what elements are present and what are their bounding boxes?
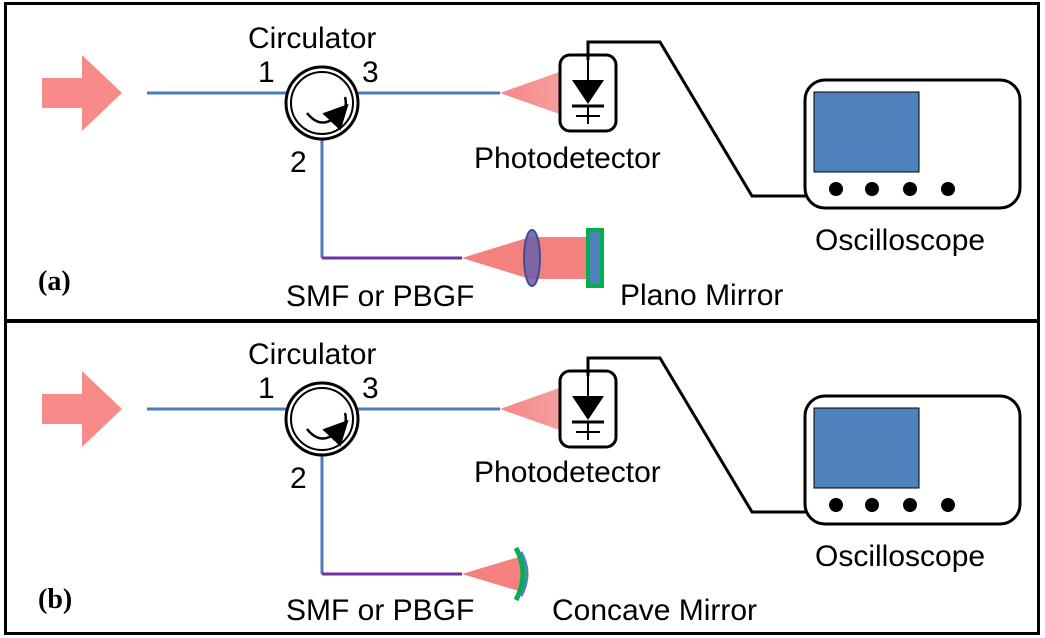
beam-to-photodetector [500,386,565,432]
circulator-inner-ring [290,71,354,135]
panel-b: Circulator 1 3 2 Photodetector [38,338,1022,627]
oscilloscope-screen [813,407,920,489]
oscilloscope-knob [903,182,917,196]
lens-icon [523,229,541,287]
beam-to-mirror [462,556,522,592]
beam-to-photodetector [500,70,565,116]
port-1-label: 1 [258,372,275,405]
fiber-label: SMF or PBGF [286,594,474,627]
oscilloscope-label: Oscilloscope [815,540,985,573]
oscilloscope-knob [903,498,917,512]
port-2-label: 2 [290,146,307,179]
oscilloscope-knob [829,498,843,512]
circulator-label: Circulator [248,22,376,55]
circulator-rotation-arrow [306,419,349,447]
photodetector [558,369,618,449]
oscilloscope [803,394,1022,526]
photodiode-symbol-icon [572,396,604,420]
panel-tag: (b) [38,584,72,615]
port-3-label: 3 [362,56,379,89]
panel-a: Circulator 1 3 2 Photodetector [38,22,1022,313]
circulator-rotation-arrow [306,103,349,131]
oscilloscope-knob [865,182,879,196]
oscilloscope-knob [941,498,955,512]
oscilloscope-knob [941,182,955,196]
circulator-label: Circulator [248,338,376,371]
oscilloscope-screen [813,91,920,173]
circulator [284,381,360,457]
photodiode-symbol-icon [572,80,604,104]
photodetector-label: Photodetector [474,142,661,175]
fiber-label: SMF or PBGF [286,280,474,313]
input-beam-arrow [42,371,122,447]
panel-tag: (a) [38,266,71,297]
plano-mirror [586,228,604,288]
oscilloscope [803,78,1022,210]
mirror-label: Concave Mirror [552,594,757,627]
port-3-label: 3 [362,372,379,405]
oscilloscope-knob [829,182,843,196]
signal-cable [586,40,836,198]
photodetector-label: Photodetector [474,456,661,489]
signal-cable [586,356,836,514]
oscilloscope-knob [865,498,879,512]
photodetector [558,53,618,133]
beam-to-lens [462,237,530,279]
port-1-label: 1 [258,56,275,89]
mirror-label: Plano Mirror [620,279,783,312]
circulator [284,65,360,141]
circulator-body [284,381,360,457]
oscilloscope-label: Oscilloscope [815,224,985,257]
circulator-inner-ring [290,387,354,451]
circulator-body [284,65,360,141]
input-beam-arrow [42,55,122,131]
port-2-label: 2 [290,462,307,495]
concave-mirror [513,546,529,602]
